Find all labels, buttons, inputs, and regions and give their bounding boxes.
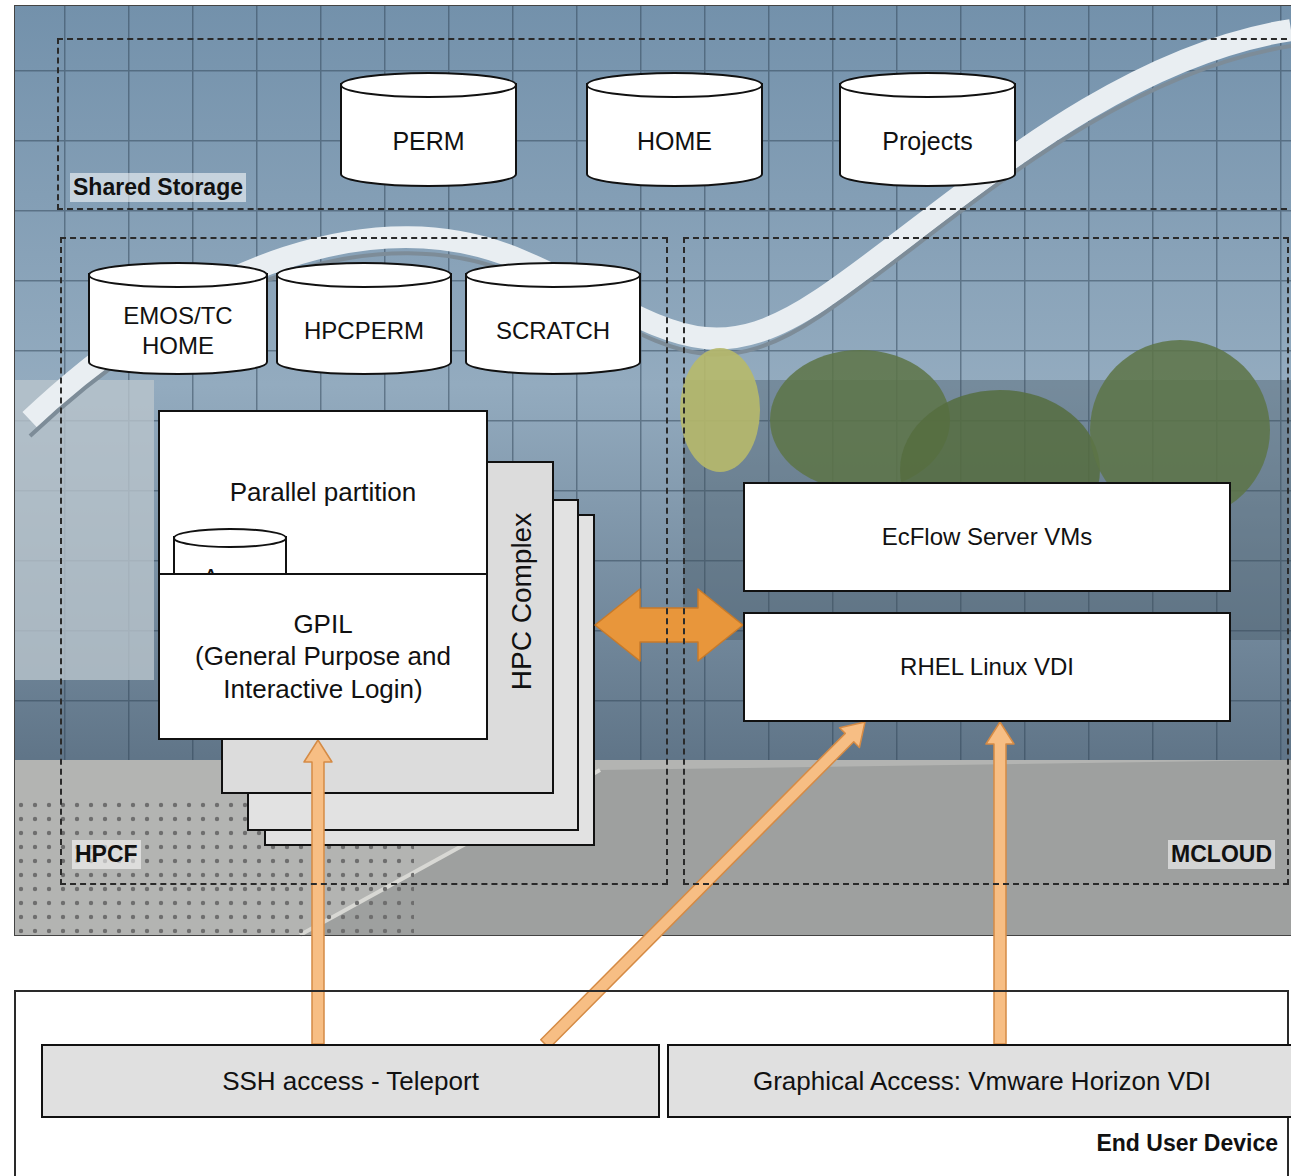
node-label: PERM bbox=[392, 126, 464, 157]
node-label: HOME bbox=[637, 126, 712, 157]
cylinder-body bbox=[89, 274, 267, 374]
node-label: SCRATCH bbox=[496, 316, 610, 346]
cylinder-top bbox=[587, 73, 762, 97]
region-label: Shared Storage bbox=[70, 173, 246, 202]
device-region: End User Device SSH access - Teleport Grap… bbox=[14, 990, 1289, 1176]
node-label: EMOS/TC HOME bbox=[113, 301, 243, 361]
cylinder-top bbox=[277, 263, 451, 287]
storage-cylinder: Projects bbox=[839, 72, 1016, 187]
access-arrow bbox=[541, 722, 865, 1048]
cylinder-body bbox=[466, 274, 640, 374]
storage-cylinder: EMOS/TC HOME bbox=[88, 262, 268, 375]
node-label: RHEL Linux VDI bbox=[900, 652, 1074, 682]
partition-box: GPIL(General Purpose and Interactive Log… bbox=[158, 573, 488, 740]
node-label: HPC Complex bbox=[504, 512, 539, 689]
cylinder-body bbox=[277, 274, 451, 374]
region-label: HPCF bbox=[72, 840, 141, 869]
access-box: SSH access - Teleport bbox=[41, 1044, 660, 1118]
node-label: GPIL bbox=[293, 608, 352, 641]
cylinder-top bbox=[466, 263, 640, 287]
cylinder-body bbox=[341, 84, 516, 186]
storage-cylinder: HPCPERM bbox=[276, 262, 452, 375]
cluster-stack: HPC ComplexParallel partitionAppsGPIL(Ge… bbox=[158, 410, 595, 845]
node-label: HPCPERM bbox=[304, 316, 424, 346]
cylinder-top bbox=[840, 73, 1015, 97]
cloud-region: MCLOUD EcFlow Server VMsRHEL Linux VDI bbox=[683, 237, 1289, 885]
storage-cylinder: HOME bbox=[586, 72, 763, 187]
facility-region: HPCF EMOS/TC HOME HPCPERM SCRATCH HPC Comple… bbox=[60, 237, 668, 885]
node-label: SSH access - Teleport bbox=[222, 1065, 479, 1098]
cylinder-top bbox=[174, 529, 286, 547]
node-label: Graphical Access: Vmware Horizon VDI bbox=[753, 1065, 1211, 1098]
service-box: EcFlow Server VMs bbox=[743, 482, 1231, 592]
double-arrow bbox=[595, 589, 743, 661]
region-label: End User Device bbox=[1093, 1129, 1281, 1158]
node-label: Projects bbox=[882, 126, 972, 157]
cylinder-body bbox=[587, 84, 762, 186]
service-box: RHEL Linux VDI bbox=[743, 612, 1231, 722]
node-label: Parallel partition bbox=[230, 476, 416, 509]
access-box: Graphical Access: Vmware Horizon VDI bbox=[667, 1044, 1291, 1118]
storage-cylinder: PERM bbox=[340, 72, 517, 187]
cylinder-top bbox=[341, 73, 516, 97]
storage-cylinder: SCRATCH bbox=[465, 262, 641, 375]
cylinder-body bbox=[840, 84, 1015, 186]
cylinder-top bbox=[89, 263, 267, 287]
node-label: EcFlow Server VMs bbox=[882, 522, 1093, 552]
node-subtitle: (General Purpose and Interactive Login) bbox=[173, 640, 473, 705]
access-arrow bbox=[304, 740, 332, 1044]
region-label: MCLOUD bbox=[1168, 840, 1275, 869]
storage-region: Shared Storage PERM HOME Projects bbox=[57, 38, 1291, 210]
